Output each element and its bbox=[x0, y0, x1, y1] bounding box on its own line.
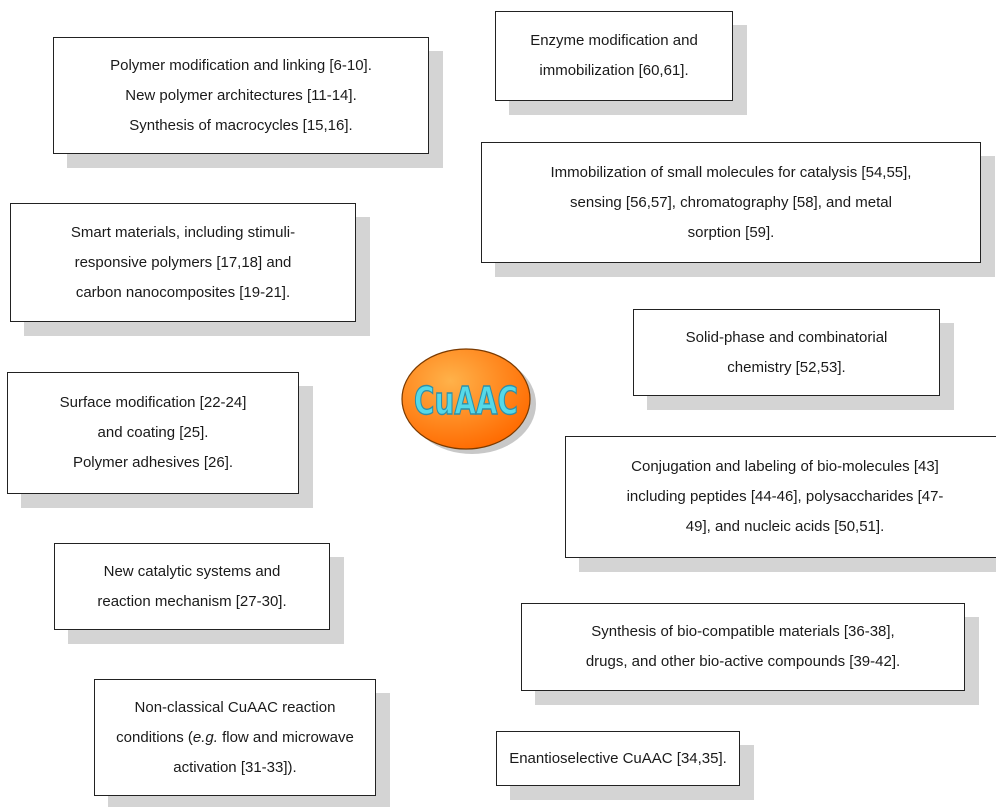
nonclassical-box: Non-classical CuAAC reaction conditions … bbox=[94, 679, 376, 796]
enzyme-modification-box: Enzyme modification and immobilization [… bbox=[495, 11, 733, 101]
conjugation-line-3: 49], and nucleic acids [50,51]. bbox=[685, 518, 885, 535]
polymer-modification-box: Polymer modification and linking [6-10].… bbox=[53, 37, 429, 154]
conjugation-line-1: Conjugation and labeling of bio-molecule… bbox=[631, 458, 939, 475]
cuaac-label: CuAAC bbox=[414, 379, 518, 423]
surface-line-3: Polymer adhesives [26]. bbox=[72, 454, 234, 471]
smart-line-2: responsive polymers [17,18] and bbox=[74, 253, 292, 271]
conjugation-box: Conjugation and labeling of bio-molecule… bbox=[565, 436, 996, 558]
conjugation-line-2: including peptides [44-46], polysacchari… bbox=[626, 488, 944, 505]
biocompatible-box: Synthesis of bio-compatible materials [3… bbox=[521, 603, 965, 691]
immobilization-line-1: Immobilization of small molecules for ca… bbox=[550, 163, 912, 181]
catalytic-systems-box: New catalytic systems and reaction mecha… bbox=[54, 543, 330, 630]
immobilization-line-3: sorption [59]. bbox=[687, 223, 775, 241]
smart-materials-box: Smart materials, including stimuli- resp… bbox=[10, 203, 356, 322]
nonclassical-line-1: Non-classical CuAAC reaction bbox=[134, 698, 336, 716]
surface-line-1: Surface modification [22-24] bbox=[59, 394, 247, 411]
biocompatible-line-1: Synthesis of bio-compatible materials [3… bbox=[591, 623, 895, 640]
immobilization-box: Immobilization of small molecules for ca… bbox=[481, 142, 981, 263]
polymer-line-1: Polymer modification and linking [6-10]. bbox=[110, 56, 372, 74]
surface-modification-box: Surface modification [22-24] and coating… bbox=[7, 372, 299, 494]
catalytic-line-1: New catalytic systems and bbox=[103, 562, 281, 580]
enzyme-line-2: immobilization [60,61]. bbox=[539, 62, 689, 79]
enzyme-line-1: Enzyme modification and bbox=[530, 32, 698, 49]
smart-line-1: Smart materials, including stimuli- bbox=[70, 223, 296, 241]
biocompatible-line-2: drugs, and other bio-active compounds [3… bbox=[585, 653, 901, 670]
catalytic-line-2: reaction mechanism [27-30]. bbox=[97, 592, 287, 610]
surface-line-2: and coating [25]. bbox=[97, 424, 209, 441]
polymer-line-3: Synthesis of macrocycles [15,16]. bbox=[129, 116, 353, 134]
cuaac-center-logo: CuAAC bbox=[399, 346, 537, 456]
solid-phase-box: Solid-phase and combinatorial chemistry … bbox=[633, 309, 940, 396]
solid-phase-line-2: chemistry [52,53]. bbox=[727, 358, 846, 376]
enantio-line-1: Enantioselective CuAAC [34,35]. bbox=[509, 749, 727, 767]
nonclassical-line-2: conditions (e.g. flow and microwave bbox=[116, 728, 354, 746]
enantioselective-box: Enantioselective CuAAC [34,35]. bbox=[496, 731, 740, 786]
solid-phase-line-1: Solid-phase and combinatorial bbox=[685, 328, 888, 346]
polymer-line-2: New polymer architectures [11-14]. bbox=[125, 86, 357, 104]
immobilization-line-2: sensing [56,57], chromatography [58], an… bbox=[570, 193, 892, 211]
nonclassical-line-3: activation [31-33]). bbox=[173, 758, 297, 776]
cuaac-ellipse: CuAAC bbox=[401, 348, 536, 454]
smart-line-3: carbon nanocomposites [19-21]. bbox=[75, 283, 291, 301]
